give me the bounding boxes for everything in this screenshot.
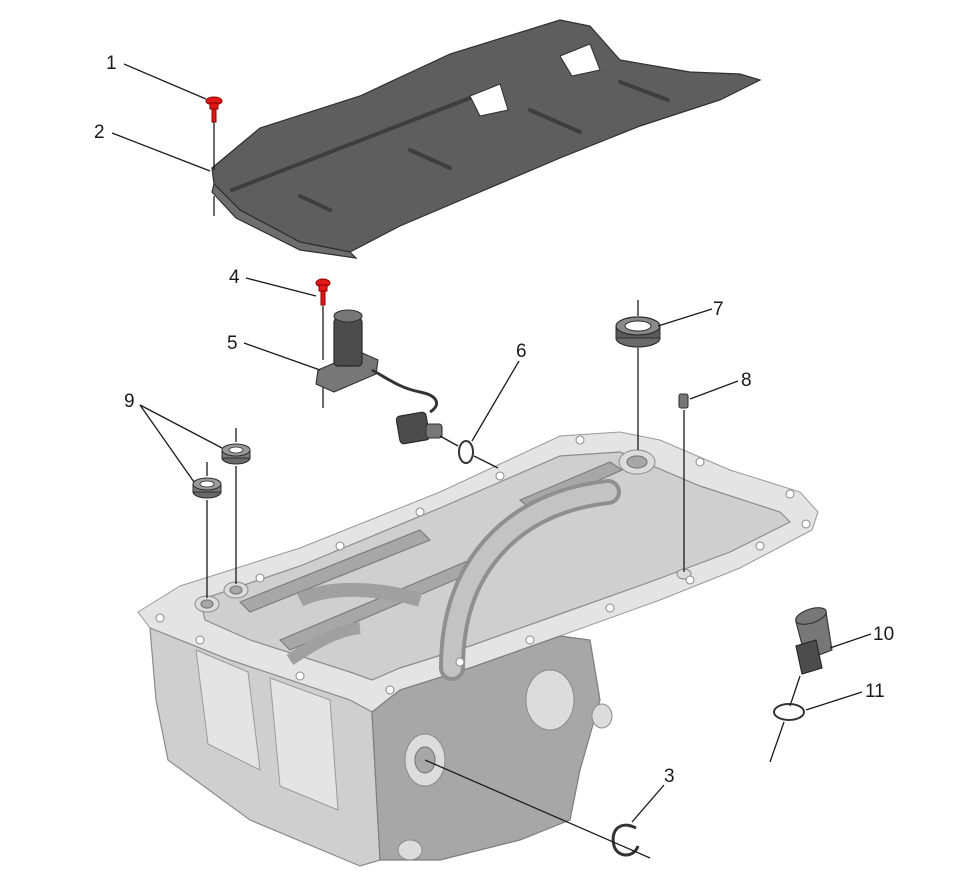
leader-5 [243, 342, 321, 371]
oil-level-sensor [315, 309, 443, 445]
callout-9: 9 [124, 391, 135, 412]
leader-8 [689, 380, 739, 400]
windage-shield [211, 19, 762, 259]
pickup-seal [615, 316, 661, 348]
callout-10: 10 [873, 624, 894, 645]
leader-4 [245, 277, 317, 297]
retaining-clip [611, 823, 640, 857]
callout-2: 2 [94, 122, 105, 143]
callout-6: 6 [516, 341, 527, 362]
shield-bolt [205, 96, 223, 123]
callout-11: 11 [865, 681, 885, 702]
callout-4: 4 [229, 267, 240, 288]
leader-11 [805, 691, 863, 711]
leader-6 [471, 360, 520, 442]
plug-seal-upper [221, 443, 251, 465]
leader-10 [829, 633, 872, 649]
drain-o-ring [773, 703, 805, 721]
plug-seal-lower [192, 477, 222, 499]
callout-1: 1 [106, 53, 117, 74]
leader-9a [139, 404, 223, 449]
leader-2 [111, 132, 211, 172]
callout-7: 7 [713, 299, 724, 320]
leader-3 [631, 784, 665, 823]
callout-8: 8 [741, 370, 752, 391]
oil-pan [137, 431, 819, 867]
leader-1 [123, 63, 207, 100]
sensor-o-ring [458, 440, 474, 464]
dowel-pin [678, 393, 689, 409]
leader-9b [139, 404, 195, 483]
callout-5: 5 [227, 333, 238, 354]
callout-3: 3 [664, 766, 675, 787]
drain-plug [795, 607, 833, 675]
sensor-bolt [315, 278, 331, 306]
leader-7 [657, 308, 713, 327]
